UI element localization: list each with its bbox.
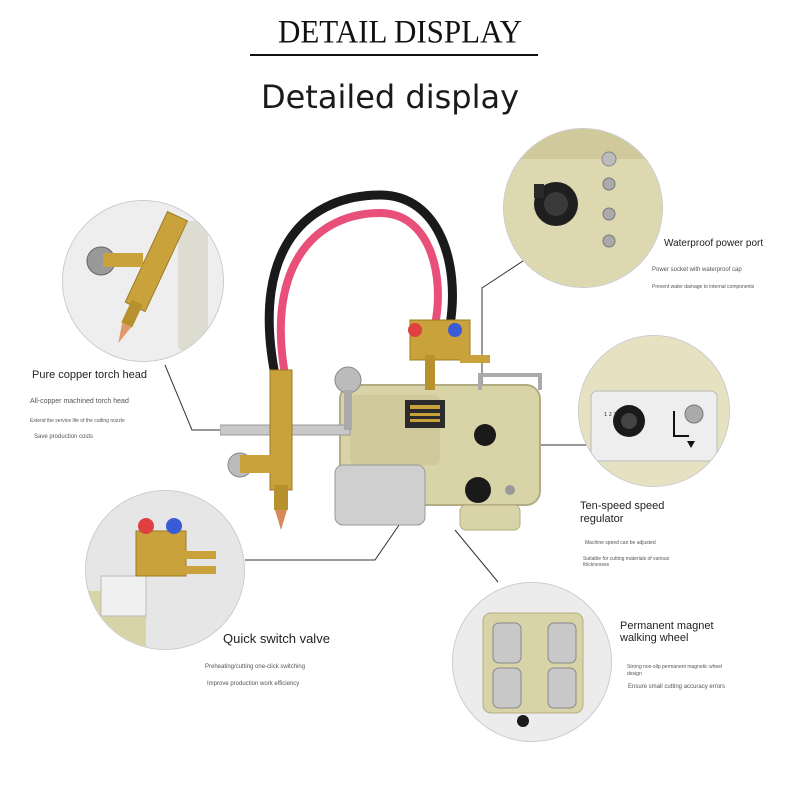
svg-text:1 2 3: 1 2 3 bbox=[604, 412, 617, 418]
quick-switch-valve-detail-image bbox=[85, 490, 245, 650]
walking-wheel-desc-3: Ensure small cutting accuracy errors bbox=[628, 684, 726, 690]
speed-regulator-desc-2: Suitable for cutting materials of variou… bbox=[583, 556, 670, 562]
cutting-machine-illustration bbox=[220, 190, 542, 531]
walking-wheel-detail-image bbox=[452, 582, 612, 742]
speed-regulator-label-2: regulator bbox=[580, 513, 624, 525]
speed-regulator-desc-1: Machine speed can be adjusted bbox=[585, 540, 656, 546]
page-title: DETAIL DISPLAY bbox=[277, 13, 523, 50]
speed-regulator-label-1: Ten-speed speed bbox=[580, 500, 665, 512]
torch-head-desc-1: All-copper machined torch head bbox=[30, 398, 129, 405]
title-underline bbox=[250, 54, 538, 56]
quick-switch-valve-label: Quick switch valve bbox=[223, 631, 330, 646]
torch-head-detail-image bbox=[62, 200, 224, 362]
torch-head-label: Pure copper torch head bbox=[32, 369, 147, 381]
walking-wheel-desc-1: Strong non-slip permanent magnetic wheel bbox=[627, 664, 723, 670]
power-port-detail-image bbox=[503, 128, 663, 288]
quick-switch-valve-desc-2: Improve production work efficiency bbox=[207, 681, 300, 687]
walking-wheel-label-1: Permanent magnet bbox=[620, 620, 714, 632]
power-port-desc-1: Power socket with waterproof cap bbox=[652, 267, 742, 273]
power-port-desc-2: Prevent water damage to internal compone… bbox=[652, 284, 755, 290]
torch-head-desc-3: Save production costs bbox=[34, 434, 94, 440]
page-subtitle: Detailed display bbox=[260, 78, 520, 116]
quick-switch-valve-desc-1: Preheating/cutting one-click switching bbox=[205, 664, 306, 670]
power-port-label: Waterproof power port bbox=[664, 238, 764, 249]
speed-regulator-desc-3: thicknesses bbox=[583, 562, 610, 568]
walking-wheel-desc-2: design bbox=[627, 671, 642, 677]
speed-regulator-detail-image: 1 2 3 bbox=[578, 335, 730, 487]
torch-head-desc-2: Extend the service life of the cutting n… bbox=[30, 418, 125, 424]
walking-wheel-label-2: walking wheel bbox=[620, 632, 689, 644]
